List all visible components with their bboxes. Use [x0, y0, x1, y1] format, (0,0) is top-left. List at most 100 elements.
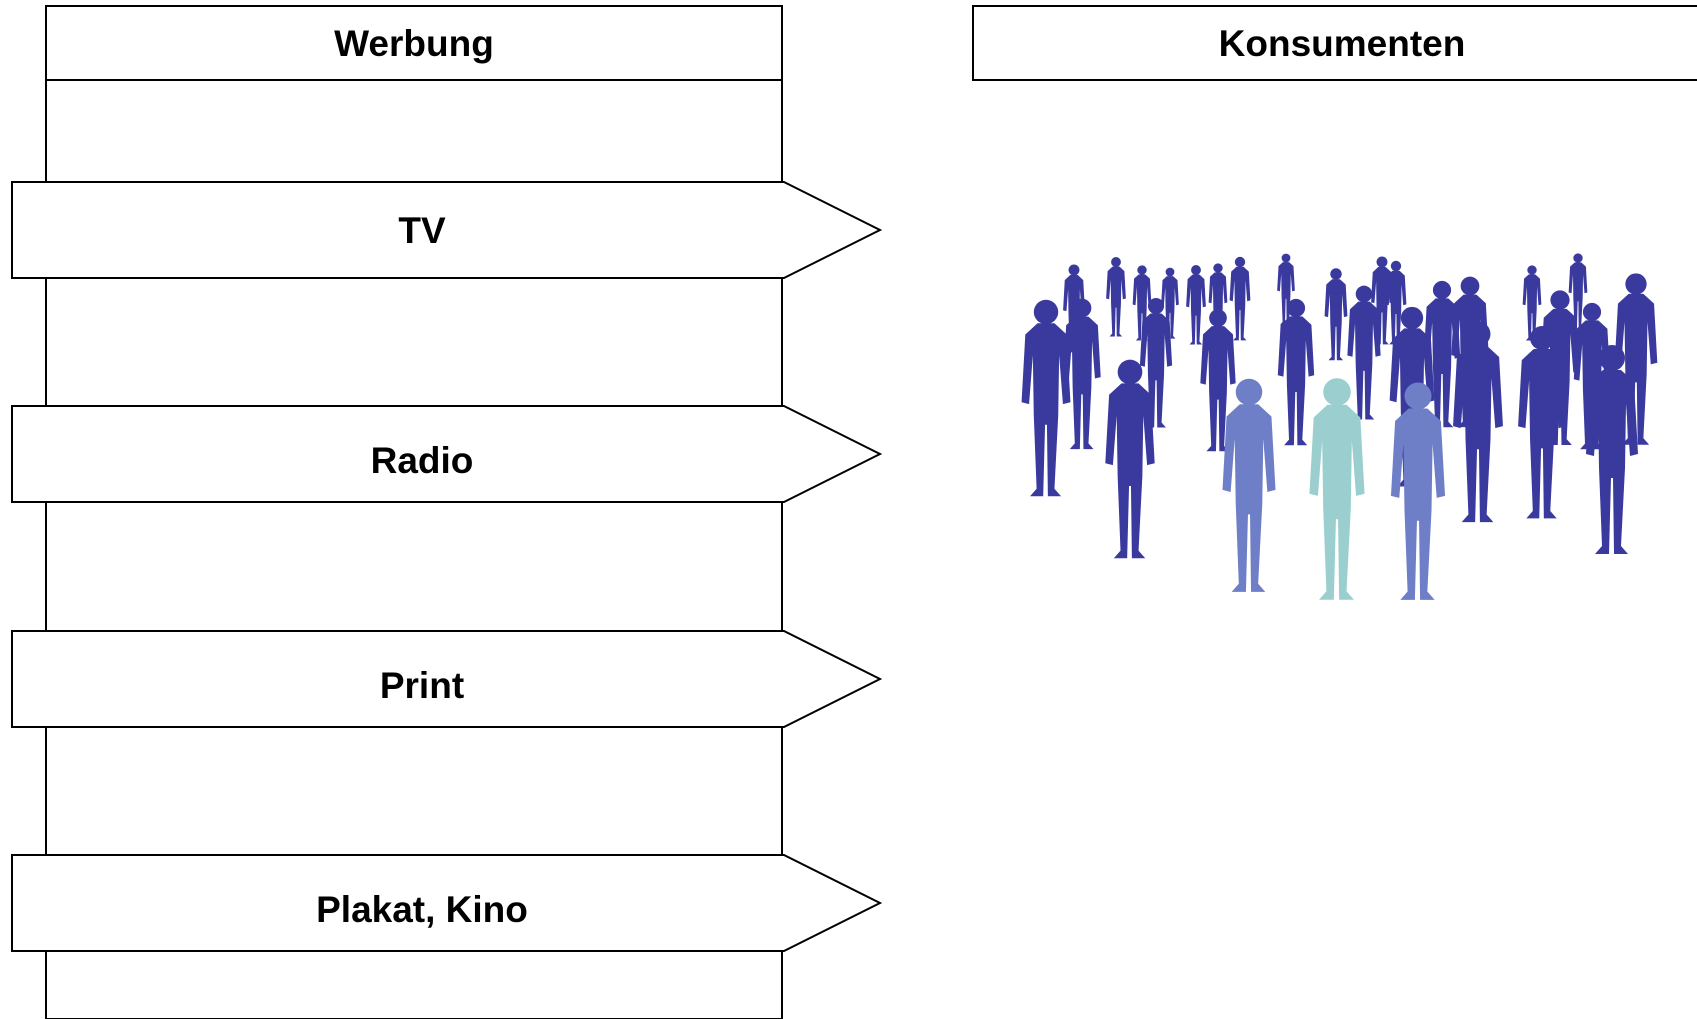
crowd-person-silhouette [1324, 268, 1348, 361]
silhouette-head [1400, 306, 1424, 330]
crowd-person-silhouette [1161, 267, 1179, 339]
crowd-person-silhouette [1229, 256, 1251, 341]
silhouette-head [1582, 302, 1602, 322]
crowd-person-silhouette [1106, 257, 1126, 337]
konsumenten-column: Konsumenten [972, 5, 1697, 81]
silhouette-body [1324, 279, 1348, 361]
silhouette-body [1423, 298, 1461, 428]
silhouette-head [1234, 256, 1246, 268]
silhouette-head [1573, 253, 1583, 263]
crowd-person-silhouette [1277, 298, 1315, 446]
silhouette-head [1599, 345, 1625, 371]
silhouette-head [1033, 299, 1059, 325]
silhouette-body [1132, 274, 1152, 341]
crowd-person-silhouette [1453, 321, 1503, 523]
crowd-person-silhouette [1139, 297, 1173, 428]
crowd-person-silhouette [1021, 299, 1071, 497]
crowd-person-silhouette [1586, 345, 1638, 554]
silhouette-head [1286, 298, 1306, 318]
silhouette-body [1186, 274, 1206, 345]
silhouette-head [1235, 378, 1263, 406]
silhouette-body [1390, 408, 1446, 600]
silhouette-head [1625, 273, 1647, 295]
silhouette-body [1568, 262, 1588, 329]
silhouette-body [1453, 345, 1503, 523]
silhouette-head [1323, 378, 1351, 406]
silhouette-body [1063, 316, 1101, 450]
silhouette-head [1550, 290, 1570, 310]
silhouette-body [1277, 316, 1315, 446]
silhouette-head [1465, 321, 1491, 347]
werbung-column-body [45, 5, 783, 1019]
crowd-person-silhouette [1277, 253, 1295, 325]
silhouette-body [1614, 293, 1658, 445]
silhouette-head [1404, 382, 1432, 410]
crowd-person-silhouette [1186, 265, 1206, 345]
silhouette-body [1385, 270, 1407, 345]
silhouette-head [1213, 263, 1223, 273]
silhouette-body [1229, 266, 1251, 341]
silhouette-head [1137, 265, 1147, 275]
channel-label-tv: TV [398, 210, 446, 251]
silhouette-head [1376, 256, 1388, 268]
channel-arrow-tv: TV [11, 181, 883, 279]
silhouette-body [1021, 323, 1071, 497]
crowd-person-silhouette [1347, 285, 1381, 420]
silhouette-body [1277, 262, 1295, 325]
crowd-person-silhouette [1385, 260, 1407, 345]
crowd-person-silhouette [1063, 264, 1085, 353]
silhouette-body [1522, 274, 1542, 341]
silhouette-head [1460, 276, 1480, 296]
channel-arrow-print-shape [11, 630, 883, 728]
crowd-person-silhouette [1208, 263, 1228, 339]
silhouette-head [1209, 309, 1227, 327]
konsumenten-header-box [972, 5, 1697, 81]
crowd-person-silhouette [1063, 298, 1101, 450]
crowd-person-silhouette [1132, 265, 1152, 341]
channel-arrow-print: Print [11, 630, 883, 728]
silhouette-head [1530, 326, 1554, 350]
crowd-person-silhouette [1568, 253, 1588, 329]
silhouette-body [1106, 266, 1126, 337]
silhouette-head [1390, 260, 1402, 272]
silhouette-head [1355, 285, 1373, 303]
silhouette-head [1165, 267, 1175, 277]
silhouette-body [1518, 349, 1566, 519]
channel-arrow-plakat-kino: Plakat, Kino [11, 854, 883, 952]
channel-arrow-tv-shape [11, 181, 883, 279]
crowd-person-silhouette [1518, 326, 1566, 519]
silhouette-head [1147, 297, 1165, 315]
silhouette-body [1347, 301, 1381, 420]
konsumenten-title: Konsumenten [1219, 23, 1466, 64]
crowd-person-silhouette [1309, 378, 1365, 600]
channel-arrow-plakat-kino-shape [11, 854, 883, 952]
silhouette-body [1309, 404, 1365, 600]
silhouette-body [1063, 275, 1085, 353]
silhouette-head [1527, 265, 1537, 275]
channel-label-print: Print [380, 665, 464, 706]
crowd-person-silhouette [1423, 280, 1461, 428]
silhouette-body [1222, 404, 1276, 592]
crowd-person-silhouette [1390, 382, 1446, 600]
silhouette-head [1281, 253, 1291, 263]
crowd-person-silhouette [1222, 378, 1276, 592]
crowd-person-silhouette [1614, 273, 1658, 445]
channel-arrow-radio: Radio [11, 405, 883, 503]
silhouette-body [1200, 326, 1236, 452]
silhouette-head [1117, 359, 1143, 385]
channel-arrow-radio-shape [11, 405, 883, 503]
silhouette-head [1330, 268, 1342, 280]
silhouette-head [1111, 257, 1121, 267]
silhouette-body [1139, 313, 1173, 428]
crowd-person-silhouette [1522, 265, 1542, 341]
silhouette-body [1208, 272, 1228, 339]
channel-label-radio: Radio [371, 440, 474, 481]
channel-label-plakat-kino: Plakat, Kino [316, 889, 528, 930]
silhouette-body [1161, 276, 1179, 339]
silhouette-head [1191, 265, 1201, 275]
silhouette-head [1432, 280, 1452, 300]
silhouette-body [1105, 383, 1155, 559]
crowd-person-silhouette [1200, 309, 1236, 452]
crowd-silhouette-icon [1021, 253, 1658, 600]
